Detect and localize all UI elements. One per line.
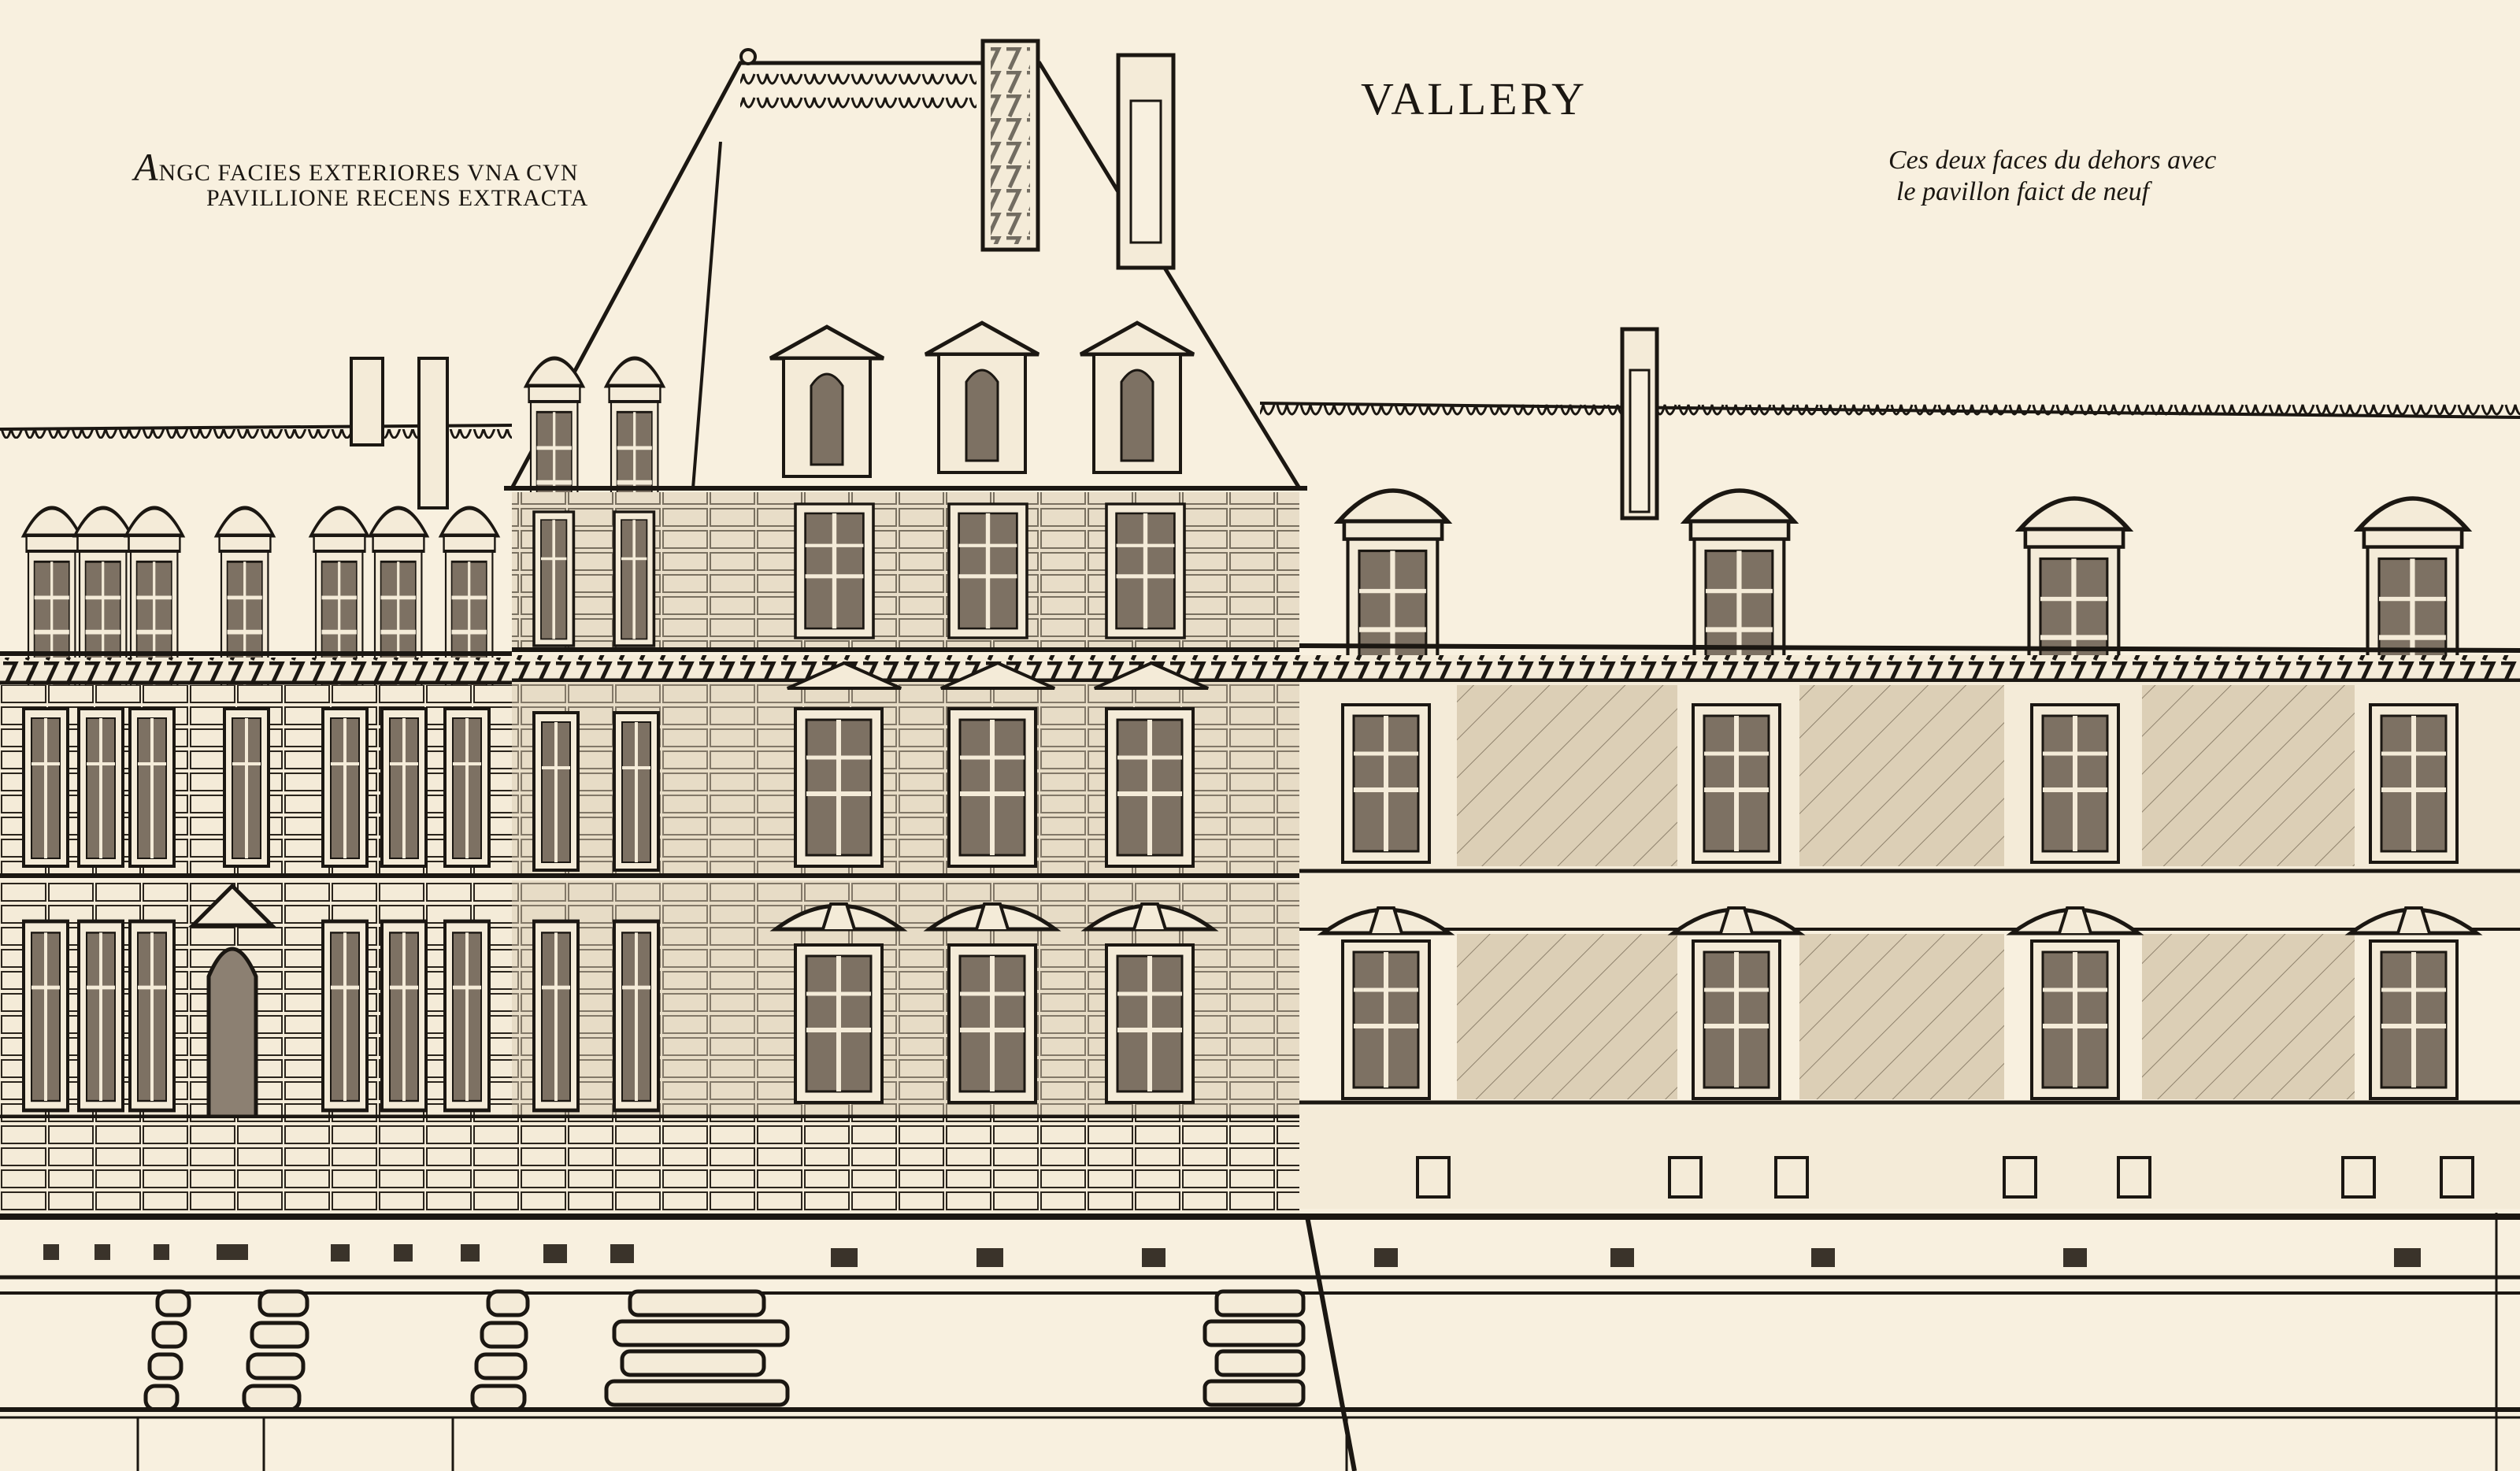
hatched-wall-panel — [2142, 934, 2355, 1099]
hatched-wall-panel — [1799, 685, 2004, 866]
french-caption-line-1: Ces deux faces du dehors avec — [1888, 146, 2217, 175]
right-wing — [1259, 327, 2520, 1209]
plate-title: VALLERY — [1361, 73, 1588, 124]
french-caption-line-2: le pavillon faict de neuf — [1896, 177, 2150, 206]
central-pavilion — [504, 39, 1307, 1213]
hatched-wall-panel — [1799, 934, 2004, 1099]
hatched-wall-panel — [2142, 685, 2355, 866]
moat-wall-base — [0, 1213, 2520, 1471]
latin-caption-line-1: NGC FACIES EXTERIORES VNA CVN — [158, 160, 579, 186]
french-caption: Ces deux faces du dehors avec le pavillo… — [1888, 145, 2216, 208]
latin-caption-line-2: PAVILLIONE RECENS EXTRACTA — [206, 185, 589, 211]
hatched-wall-panel — [1457, 685, 1677, 866]
left-wing — [0, 357, 513, 1213]
latin-caption-initial: A — [134, 145, 159, 189]
latin-caption: ANGC FACIES EXTERIORES VNA CVN PAVILLION… — [134, 147, 589, 211]
hatched-wall-panel — [1457, 934, 1677, 1099]
